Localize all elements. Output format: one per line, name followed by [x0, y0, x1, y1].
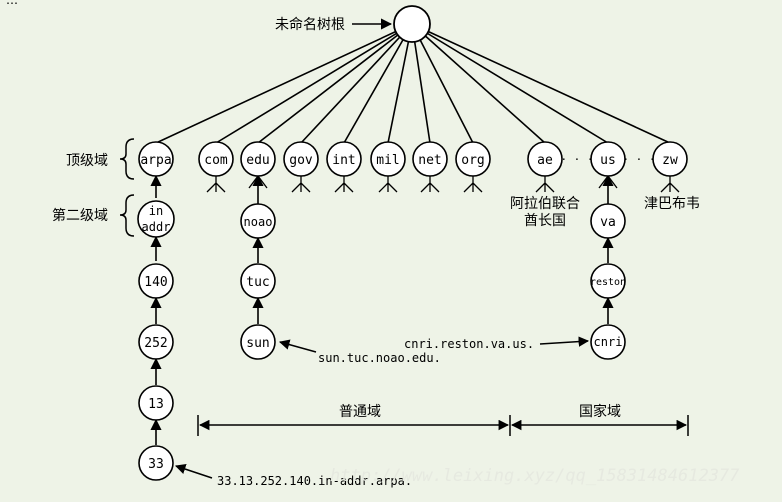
range-generic-label: 普通域 [339, 404, 381, 420]
node-in-addr-line2: addr [142, 220, 171, 234]
node-in-addr-line1: in [149, 204, 163, 218]
level-top-label: 顶级域 [66, 153, 108, 169]
node-tuc: tuc [246, 275, 269, 290]
brace-second [119, 194, 135, 237]
ellipsis-us-zw: · · · [622, 153, 655, 166]
leaf-stubs [206, 175, 680, 193]
root-node [393, 5, 431, 43]
node-ae: ae [537, 153, 553, 168]
node-mil: mil [376, 153, 399, 168]
node-252: 252 [144, 336, 167, 351]
node-gov: gov [289, 153, 313, 168]
node-int: int [332, 153, 355, 168]
ae-name-line1: 阿拉伯联合 [510, 196, 580, 212]
range-country-label: 国家域 [579, 403, 621, 420]
ellipsis-ae-us: · · · [560, 153, 593, 166]
node-13: 13 [148, 397, 164, 412]
node-reston: reston [590, 277, 626, 288]
node-33: 33 [148, 457, 164, 472]
branch-edges [150, 174, 614, 445]
root-edges [155, 23, 671, 144]
node-arpa: arpa [140, 153, 171, 168]
brace-top [119, 138, 135, 180]
level-second-label: 第二级域 [52, 207, 108, 224]
tld-circles [138, 141, 688, 177]
node-140: 140 [144, 275, 167, 290]
node-zw: zw [662, 153, 678, 168]
annotation-sun: sun.tuc.noao.edu. [318, 351, 441, 365]
annotation-arpa: 33.13.252.140.in-addr.arpa. [217, 474, 412, 488]
cnri-pointer-arrow [539, 336, 590, 347]
node-noao: noao [244, 215, 273, 229]
arpa-pointer-arrow [175, 464, 213, 479]
arpa-branch-circles [137, 200, 175, 481]
node-com: com [204, 153, 228, 168]
root-label: 未命名树根 [275, 16, 345, 33]
range-bars [197, 415, 689, 436]
node-edu: edu [246, 153, 269, 168]
node-org: org [461, 153, 484, 168]
node-us: us [600, 153, 616, 168]
header-fragment: … [6, 0, 18, 7]
node-va: va [600, 215, 616, 230]
watermark: http://www.leixing.xyz/qq_15831484612377 [330, 466, 740, 486]
zw-name: 津巴布韦 [644, 196, 700, 212]
node-net: net [418, 153, 441, 168]
node-sun: sun [246, 336, 269, 351]
edu-branch-circles [240, 203, 276, 360]
node-cnri: cnri [594, 335, 623, 349]
annotation-cnri: cnri.reston.va.us. [404, 337, 534, 351]
ae-name-line2: 酋长国 [524, 212, 566, 229]
us-branch-circles [590, 203, 626, 360]
sun-pointer-arrow [278, 339, 317, 353]
